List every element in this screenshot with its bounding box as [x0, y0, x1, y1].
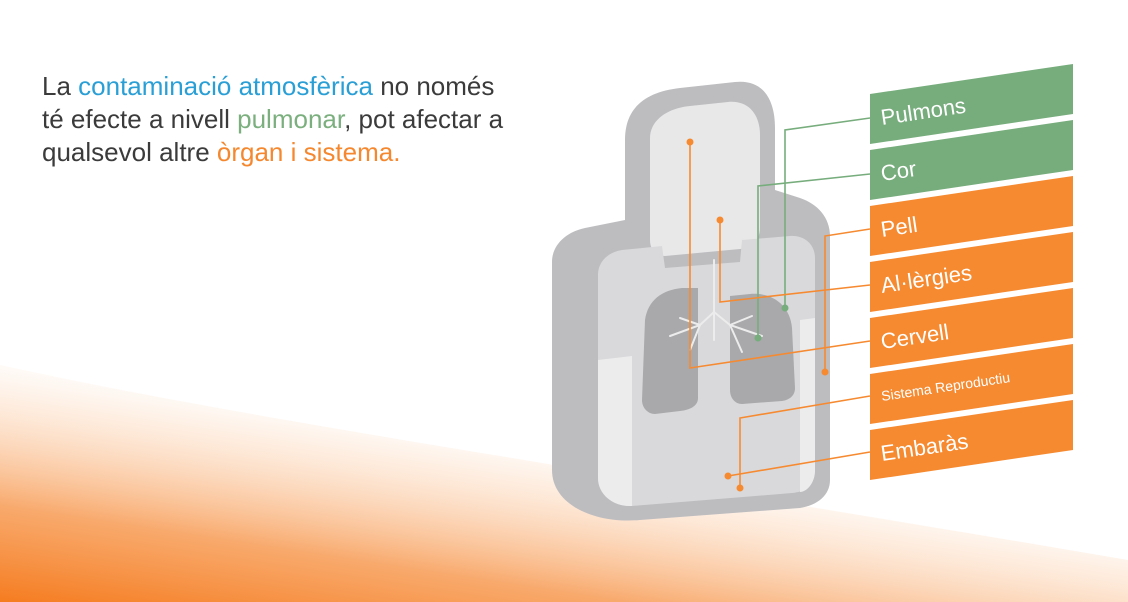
- lung-right: [730, 293, 795, 404]
- connector-cervell: [689, 142, 871, 369]
- human-body: [552, 81, 830, 521]
- label-cor: Cor: [870, 120, 1073, 200]
- label-banner: [870, 344, 1073, 424]
- label-sistema-reproductiu: Sistema Reproductiu: [870, 344, 1073, 424]
- label-cervell: Cervell: [870, 288, 1073, 368]
- dot-pell: [821, 368, 829, 376]
- label-banner: [870, 64, 1073, 144]
- dot-pulmons: [781, 304, 789, 312]
- dot-embaras: [724, 472, 732, 480]
- torso-panel: [598, 356, 632, 507]
- connector-dots: [686, 138, 829, 492]
- connector-pulmons: [784, 117, 871, 308]
- dot-cervell: [686, 138, 694, 146]
- dot-allergies: [716, 216, 724, 224]
- connector-pell: [824, 228, 871, 372]
- torso-panel-right: [800, 318, 815, 492]
- label-banner: [870, 120, 1073, 200]
- intro-segment: pulmonar: [237, 104, 345, 134]
- label-text: Cor: [879, 156, 918, 186]
- connectors: [689, 117, 871, 488]
- intro-segment: La: [42, 71, 79, 101]
- dot-sistema: [736, 484, 744, 492]
- label-banner: [870, 288, 1073, 368]
- label-embar-s: Embaràs: [870, 400, 1073, 480]
- label-banner: [870, 400, 1073, 480]
- dot-cor: [754, 334, 762, 342]
- label-pell: Pell: [870, 176, 1073, 256]
- label-banner: [870, 232, 1073, 312]
- connector-embaras: [727, 451, 871, 477]
- label-banner: [870, 176, 1073, 256]
- head-front: [650, 101, 760, 256]
- intro-segment: , pot afectar a qualsevol altre: [42, 104, 511, 167]
- intro-segment: no només té efecte a nivell: [42, 71, 502, 134]
- bronchi: [669, 259, 763, 353]
- connector-cor: [757, 173, 871, 338]
- intro-segment: òrgan i sistema.: [216, 137, 401, 167]
- connector-sistema: [739, 395, 871, 488]
- label-al-l-rgies: Al·lèrgies: [870, 232, 1073, 312]
- intro-text: La contaminació atmosfèrica no només té …: [42, 70, 512, 169]
- label-pulmons: Pulmons: [870, 64, 1073, 144]
- connector-allergies: [719, 220, 871, 303]
- intro-segment: contaminació atmosfèrica: [78, 71, 373, 101]
- label-text: Pell: [879, 212, 919, 242]
